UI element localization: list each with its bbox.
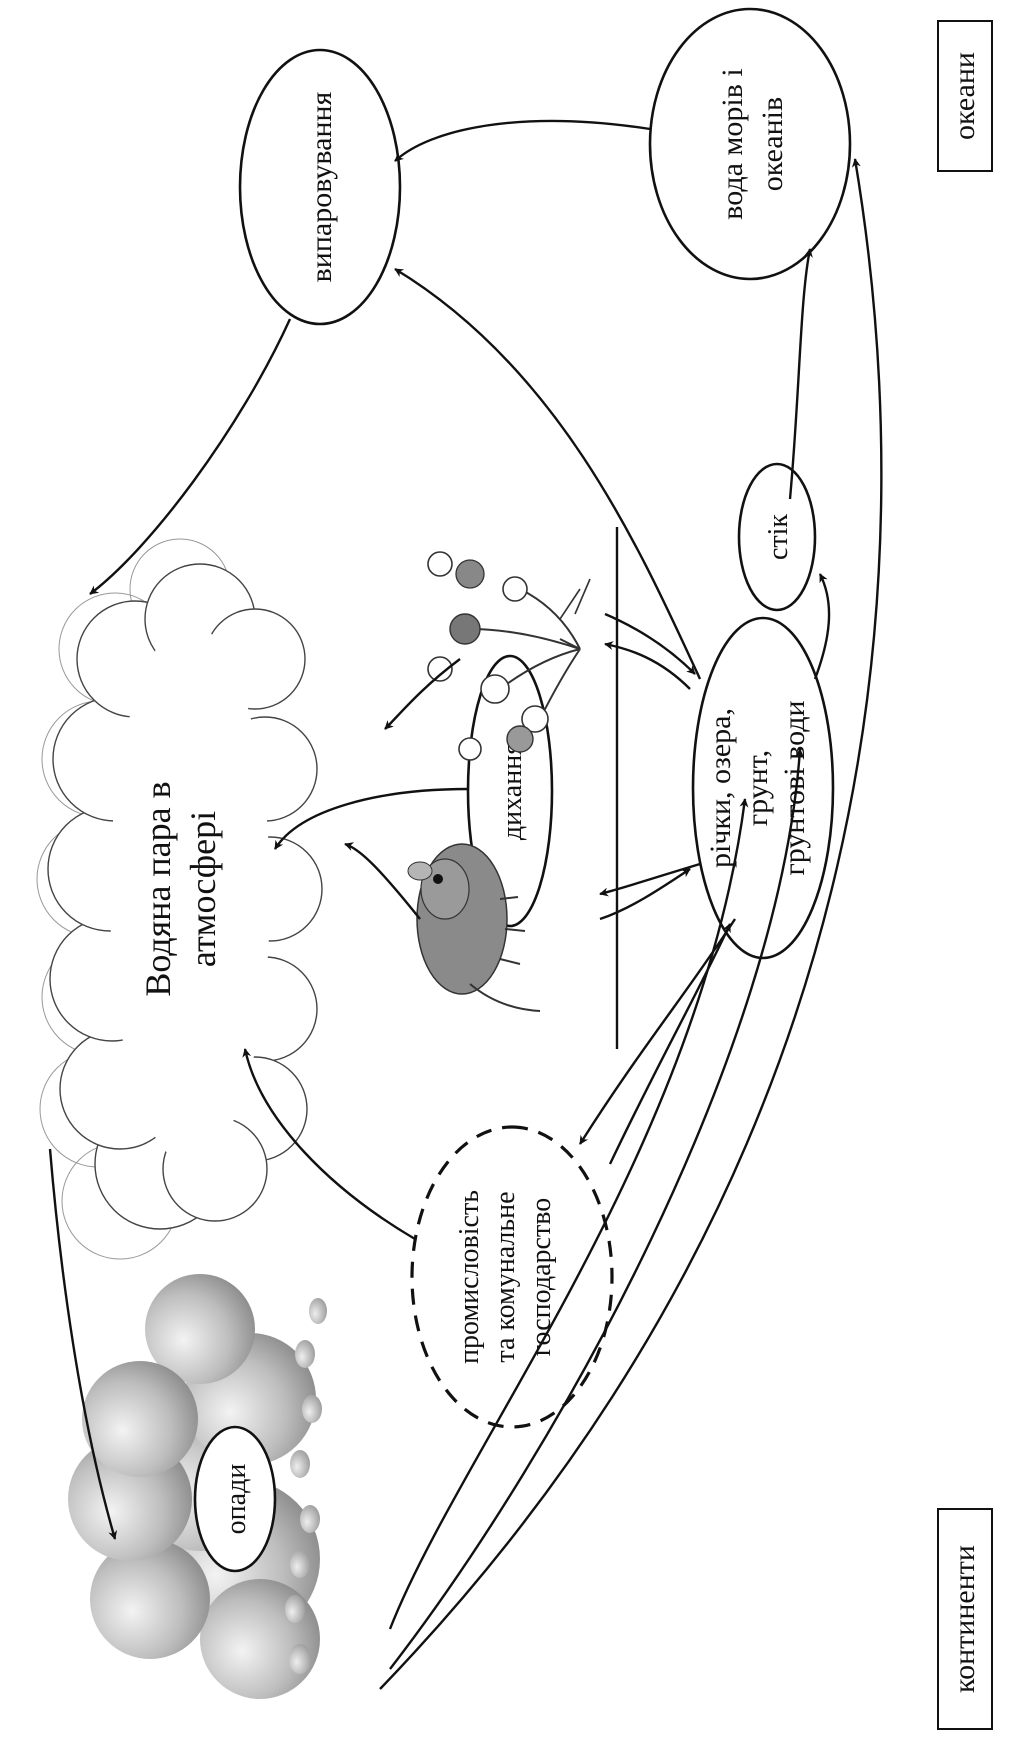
- industry-label-line-3: господарство: [526, 1198, 557, 1356]
- continents-zone-label: континенти: [948, 1545, 981, 1693]
- continents-zone-box: [937, 1508, 993, 1730]
- industry-node: [410, 1125, 614, 1429]
- flow-arrows: [48, 119, 883, 1690]
- surface-water-label-line-1: річки, озера,: [704, 708, 737, 868]
- clover-plant-drawing: [427, 551, 591, 761]
- precipitation-label: опади: [221, 1464, 252, 1535]
- industry-label-line-1: промисловість: [454, 1190, 485, 1364]
- rain-drop: [285, 1595, 305, 1623]
- vapor-label-line-2: атмосфері: [183, 811, 223, 967]
- rain-drop: [300, 1505, 320, 1533]
- rain-drop: [290, 1550, 310, 1578]
- industry-label-line-2: та комунальне: [490, 1191, 521, 1362]
- sea-water-label-line-1: вода морів і: [716, 68, 749, 220]
- rodent-drawing: [407, 843, 541, 1012]
- vapor-cloud-icon: [36, 538, 323, 1260]
- rain-drop: [289, 1644, 311, 1674]
- surface-water-node: [691, 616, 835, 960]
- vapor-label-line-1: Водяна пара в: [138, 781, 178, 996]
- rain-drop: [309, 1298, 327, 1324]
- surface-water-label-line-3: грунтові води: [778, 700, 811, 875]
- rain-drop: [295, 1340, 315, 1368]
- oceans-zone-box: [937, 20, 993, 172]
- oceans-zone-label: океани: [948, 52, 981, 140]
- runoff-node: [737, 462, 817, 612]
- evaporation-node: [238, 48, 402, 326]
- rain-drop: [290, 1450, 310, 1478]
- runoff-label: стік: [763, 514, 794, 560]
- respiration-label: дихання: [497, 742, 528, 840]
- sea-water-label-line-2: океанів: [756, 97, 789, 191]
- rain-drop: [302, 1395, 322, 1423]
- precipitation-node: [193, 1425, 277, 1573]
- evaporation-label: випаровування: [305, 91, 338, 282]
- surface-water-label-line-2: грунт,: [741, 750, 774, 826]
- sea-water-node: [648, 7, 852, 281]
